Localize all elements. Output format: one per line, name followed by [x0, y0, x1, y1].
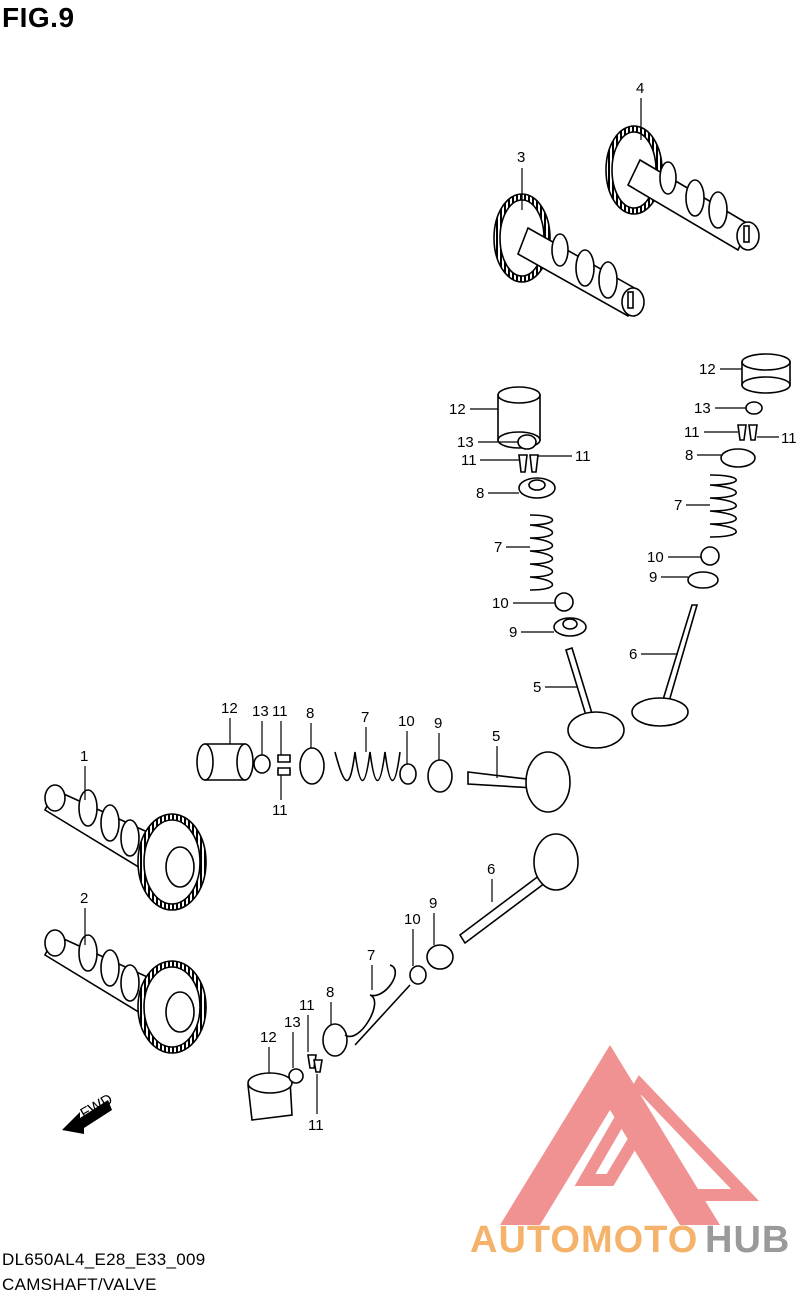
callout-7b: 7	[674, 497, 682, 514]
callout-6b: 6	[487, 861, 495, 878]
callout-5a: 5	[533, 679, 541, 696]
callout-8b: 8	[685, 447, 693, 464]
watermark-text-2: HUB	[705, 1219, 790, 1261]
callout-1: 1	[80, 748, 88, 765]
valve-stack-lower	[247, 833, 579, 1121]
callout-4: 4	[636, 80, 644, 97]
callout-3: 3	[517, 149, 525, 166]
callout-11d: 11	[781, 430, 797, 447]
callout-7d: 7	[367, 947, 375, 964]
watermark-text-1: AUTOMOTO	[470, 1219, 698, 1261]
callout-12a: 12	[449, 401, 466, 418]
callout-11h: 11	[308, 1117, 324, 1134]
callout-7a: 7	[494, 539, 502, 556]
callout-6a: 6	[629, 646, 637, 663]
callout-9d: 9	[429, 895, 437, 912]
callout-8c: 8	[306, 705, 314, 722]
callout-10b: 10	[647, 549, 664, 566]
callout-11g: 11	[299, 997, 315, 1014]
callout-11a: 11	[461, 452, 477, 469]
callout-12c: 12	[221, 700, 238, 717]
valve-stack-upper-middle	[497, 386, 625, 749]
callout-8d: 8	[326, 984, 334, 1001]
diagram-code: DL650AL4_E28_E33_009	[2, 1250, 206, 1269]
callout-9c: 9	[434, 715, 442, 732]
callout-11b: 11	[575, 448, 591, 465]
callout-13c: 13	[252, 703, 269, 720]
diagram-name: CAMSHAFT/VALVE	[2, 1275, 157, 1294]
camshaft-2	[43, 929, 207, 1054]
valve-stack-horizontal	[196, 743, 571, 813]
callout-10c: 10	[398, 713, 415, 730]
callout-9b: 9	[649, 569, 657, 586]
callout-12d: 12	[260, 1029, 277, 1046]
callout-10d: 10	[404, 911, 421, 928]
callouts: 4 3 12 13 11 11 8 7 10 9 5 12 13 11 11 8…	[80, 80, 797, 1134]
callout-13b: 13	[694, 400, 711, 417]
camshaft-1	[43, 784, 207, 911]
callout-7c: 7	[361, 709, 369, 726]
callout-13a: 13	[457, 434, 474, 451]
callout-13d: 13	[284, 1014, 301, 1031]
callout-12b: 12	[699, 361, 716, 378]
callout-2: 2	[80, 890, 88, 907]
callout-9a: 9	[509, 624, 517, 641]
camshaft-3	[493, 193, 645, 318]
watermark-logo	[500, 1045, 760, 1225]
callout-11f: 11	[272, 802, 288, 819]
fwd-arrow-icon	[62, 1100, 112, 1134]
callout-11e: 11	[272, 703, 288, 720]
callout-10a: 10	[492, 595, 509, 612]
valve-stack-upper-right	[631, 353, 791, 727]
callout-11c: 11	[684, 424, 700, 441]
callout-8a: 8	[476, 485, 484, 502]
figure-title: FIG.9	[2, 2, 75, 33]
callout-5b: 5	[492, 728, 500, 745]
camshaft-4	[605, 125, 760, 252]
